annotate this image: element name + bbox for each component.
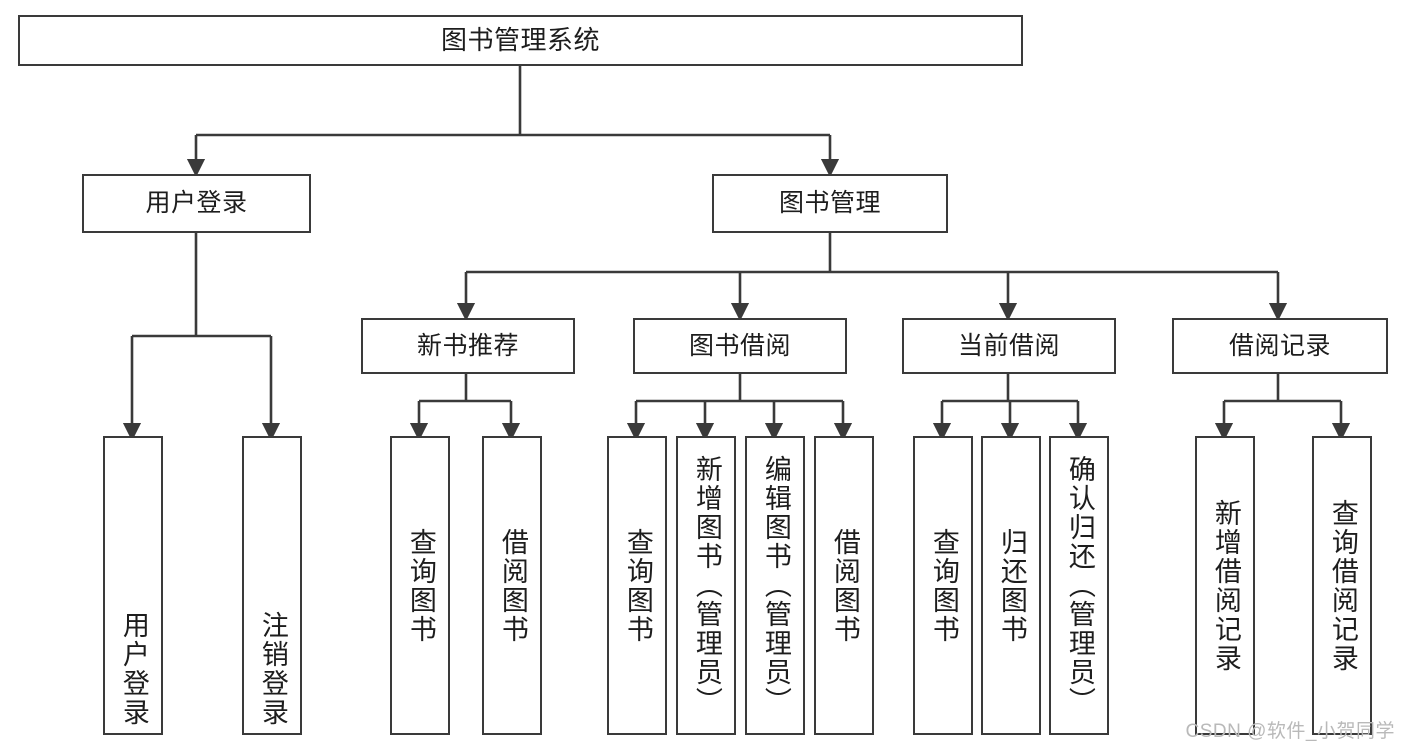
leaf-borrow-book[interactable]: 借阅图书 (814, 436, 874, 735)
node-label: 图书借阅 (688, 331, 791, 360)
node-label: 新增图书（管理员） (691, 455, 722, 716)
leaf-user-logout[interactable]: 注销登录 (242, 436, 302, 735)
leaf-add-book-admin[interactable]: 新增图书（管理员） (676, 436, 736, 735)
node-label: 归还图书 (996, 527, 1027, 644)
node-label: 借阅图书 (829, 527, 860, 644)
leaf-borrow-book-recommend[interactable]: 借阅图书 (482, 436, 542, 735)
node-label: 借阅图书 (497, 527, 528, 644)
leaf-edit-book-admin[interactable]: 编辑图书（管理员） (745, 436, 805, 735)
node-label: 用户登录 (145, 189, 248, 218)
node-label: 编辑图书（管理员） (760, 455, 791, 716)
node-label: 借阅记录 (1228, 331, 1331, 360)
node-label: 确认归还（管理员） (1064, 455, 1095, 716)
node-label: 用户登录 (118, 611, 149, 727)
node-label: 查询图书 (928, 527, 959, 644)
node-new-book-recommend[interactable]: 新书推荐 (361, 318, 575, 374)
leaf-query-book-recommend[interactable]: 查询图书 (390, 436, 450, 735)
node-label: 图书管理 (778, 189, 881, 218)
leaf-query-book-current[interactable]: 查询图书 (913, 436, 973, 735)
leaf-confirm-return-admin[interactable]: 确认归还（管理员） (1049, 436, 1109, 735)
watermark: CSDN @软件_小贺同学 (1185, 721, 1395, 742)
node-label: 新书推荐 (416, 331, 519, 360)
node-label: 注销登录 (257, 611, 288, 727)
leaf-user-login[interactable]: 用户登录 (103, 436, 163, 735)
leaf-query-book-borrow[interactable]: 查询图书 (607, 436, 667, 735)
node-book-borrow[interactable]: 图书借阅 (633, 318, 847, 374)
node-book-management[interactable]: 图书管理 (712, 174, 948, 233)
node-label: 图书管理系统 (440, 24, 600, 55)
node-label: 查询借阅记录 (1327, 498, 1358, 673)
node-borrow-record[interactable]: 借阅记录 (1172, 318, 1388, 374)
node-label: 新增借阅记录 (1210, 498, 1241, 673)
node-label: 当前借阅 (957, 331, 1060, 360)
leaf-query-borrow-record[interactable]: 查询借阅记录 (1312, 436, 1372, 735)
node-label: 查询图书 (622, 527, 653, 644)
node-label: 查询图书 (405, 527, 436, 644)
leaf-return-book[interactable]: 归还图书 (981, 436, 1041, 735)
node-user-login[interactable]: 用户登录 (82, 174, 311, 233)
node-root-system[interactable]: 图书管理系统 (18, 15, 1023, 66)
leaf-add-borrow-record[interactable]: 新增借阅记录 (1195, 436, 1255, 735)
node-current-borrow[interactable]: 当前借阅 (902, 318, 1116, 374)
